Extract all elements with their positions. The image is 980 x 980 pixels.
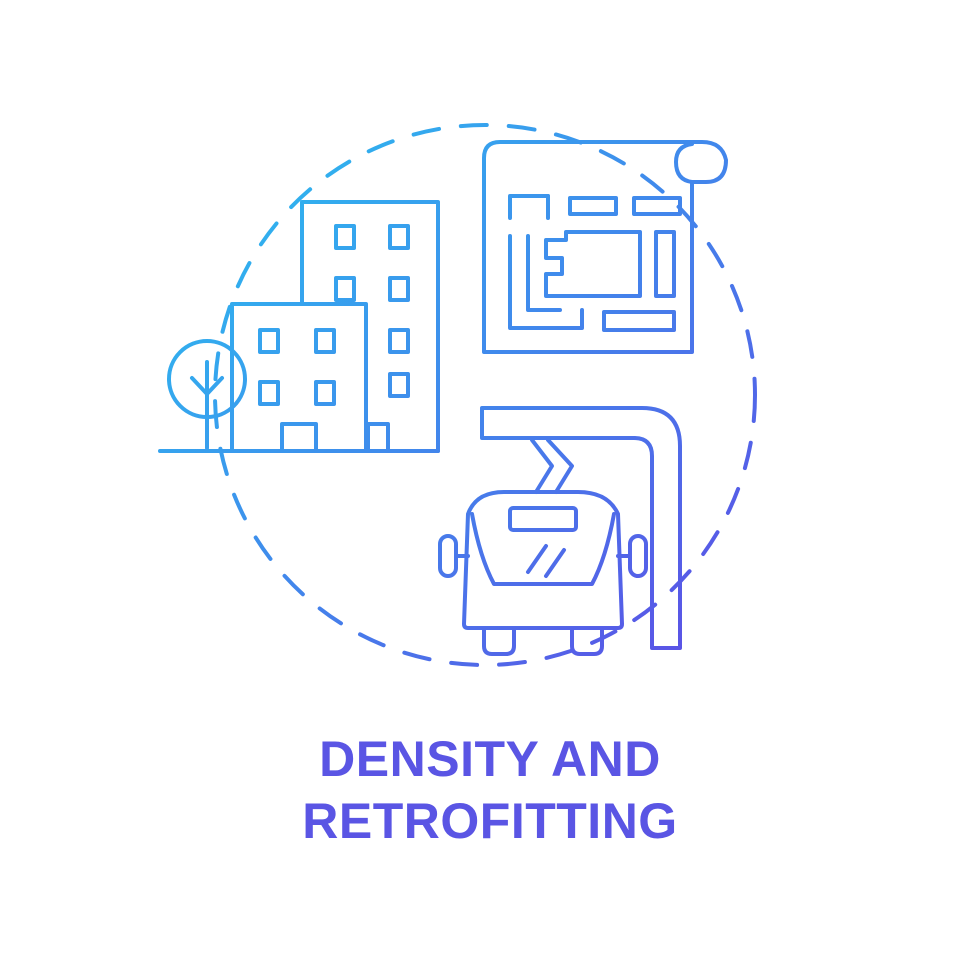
title-line-2: RETROFITTING <box>302 793 678 849</box>
tree-icon <box>167 339 247 450</box>
title-line-1: DENSITY AND <box>319 731 661 787</box>
trolleybus-icon <box>438 438 648 656</box>
bus-stop-icon <box>480 406 682 650</box>
floor-plan-icon <box>482 140 728 354</box>
buildings-icon <box>158 200 440 453</box>
dashed-circle <box>213 123 757 667</box>
concept-title: DENSITY AND RETROFITTING <box>0 728 980 852</box>
